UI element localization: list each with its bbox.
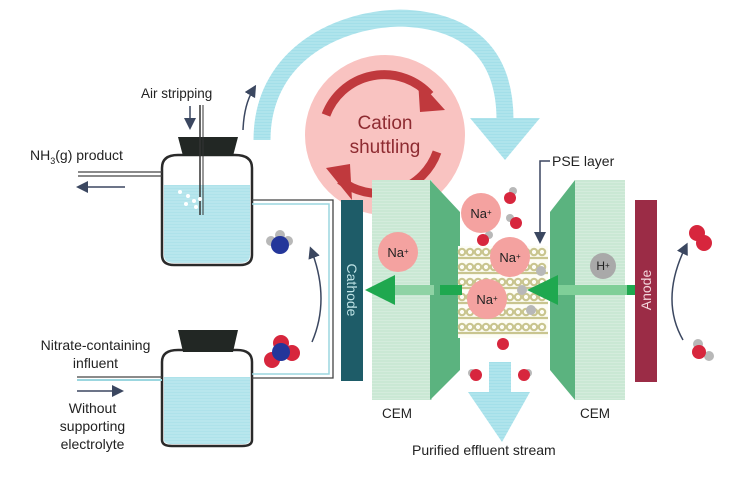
nh3-prefix: NH [30, 147, 51, 163]
pse-pointer-line [534, 160, 550, 244]
pse-mesh-loop [537, 307, 547, 317]
nh3-suffix: (g) product [55, 147, 123, 163]
air-stripping-label: Air stripping [141, 86, 213, 101]
pse-mesh-loop [473, 247, 483, 257]
na-symbol: Na [470, 205, 487, 221]
recirculation-arrow [253, 9, 540, 160]
cycle-arrow-top [321, 70, 434, 117]
anode-label: Anode [638, 269, 654, 311]
water-molecule-anode [692, 339, 714, 361]
top-tank [160, 105, 254, 267]
nitrate-molecule [264, 335, 300, 368]
na-symbol: Na [387, 244, 404, 260]
pse-mesh-loop [457, 307, 467, 317]
cathode-loop-pipe [252, 199, 334, 379]
nh3-subscript: 3 [50, 155, 56, 166]
ammonia-molecule [266, 230, 293, 254]
pse-mesh-loop [481, 322, 491, 332]
without-line3: electrolyte [60, 436, 125, 452]
pse-mesh-loop [473, 262, 483, 272]
without-electrolyte-label: Without supporting electrolyte [40, 400, 145, 452]
pse-mesh-loop [505, 322, 515, 332]
pse-mesh-loop [457, 262, 467, 272]
pse-mesh-loop [521, 292, 531, 302]
pse-mesh-loop [529, 322, 539, 332]
na-ion: Na+ [490, 237, 530, 277]
pse-mesh-loop [521, 322, 531, 332]
purified-outflow-arrow [468, 362, 530, 442]
influent-line1: Nitrate-containing [40, 337, 151, 353]
gas-out-arrow [242, 84, 257, 131]
pse-layer-label: PSE layer [552, 153, 615, 169]
without-line2: supporting [59, 418, 126, 434]
pse-mesh-loop [521, 277, 531, 287]
pse-mesh-loop [473, 322, 483, 332]
pse-mesh-loop [513, 322, 523, 332]
nh3-product-label: NH3(g) product [30, 147, 123, 169]
pse-mesh-loop [489, 322, 499, 332]
cem-left-label: CEM [382, 406, 412, 421]
h-ion: H+ [590, 253, 616, 279]
pse-mesh-loop [513, 307, 523, 317]
cycle-arrow-bottom-head [326, 164, 352, 200]
pse-mesh-loop [513, 292, 523, 302]
oxygen-molecule [689, 225, 712, 251]
na-ion: Na+ [378, 232, 418, 272]
na-ion: Na+ [467, 279, 507, 319]
pse-mesh-loop [481, 262, 491, 272]
cation-line2: shuttling [349, 137, 421, 158]
pse-mesh-loop [513, 277, 523, 287]
pse-mesh-loop [537, 322, 547, 332]
cathode-electrode [341, 200, 363, 381]
na-symbol: Na [499, 249, 516, 265]
cem-right-label: CEM [580, 406, 610, 421]
without-line1: Without [68, 400, 117, 416]
na-symbol: Na [476, 291, 493, 307]
purified-effluent-label: Purified effluent stream [412, 442, 556, 458]
pse-mesh-loop [529, 292, 539, 302]
water-molecules [468, 187, 546, 381]
top-tank-cap [178, 137, 238, 156]
cathode-label: Cathode [344, 263, 360, 317]
cycle-arrow-top-head [418, 80, 445, 112]
pse-mesh-loop [457, 247, 467, 257]
pse-mesh-loop [465, 322, 475, 332]
pse-mesh-loop [465, 247, 475, 257]
pse-mesh-loop [457, 322, 467, 332]
cation-shuttling-label: Cation shuttling [335, 112, 435, 160]
cation-flow-arrows [365, 275, 635, 305]
pse-mesh-loop [505, 277, 515, 287]
pse-mesh-loop [529, 277, 539, 287]
pse-mesh-loop [537, 247, 547, 257]
pse-mesh-loop [497, 322, 507, 332]
h-symbol: H [596, 259, 605, 273]
pse-mesh-loop [465, 262, 475, 272]
bottom-tank [160, 330, 254, 448]
reduction-arrow [308, 246, 322, 343]
influent-label: Nitrate-containing influent [28, 337, 163, 371]
pse-mesh-loop [505, 307, 515, 317]
pse-mesh-loop [465, 277, 475, 287]
cation-shuttling-bubble [305, 55, 465, 215]
influent-line2: influent [72, 355, 119, 371]
bottom-tank-cap [178, 330, 238, 352]
cation-line1: Cation [357, 113, 413, 134]
anode-electrode [635, 200, 657, 382]
na-ion: Na+ [461, 193, 501, 233]
pse-mesh-loop [529, 247, 539, 257]
oxidation-arrow [671, 242, 688, 341]
pse-mesh-loop [481, 247, 491, 257]
pse-mesh-loop [529, 262, 539, 272]
